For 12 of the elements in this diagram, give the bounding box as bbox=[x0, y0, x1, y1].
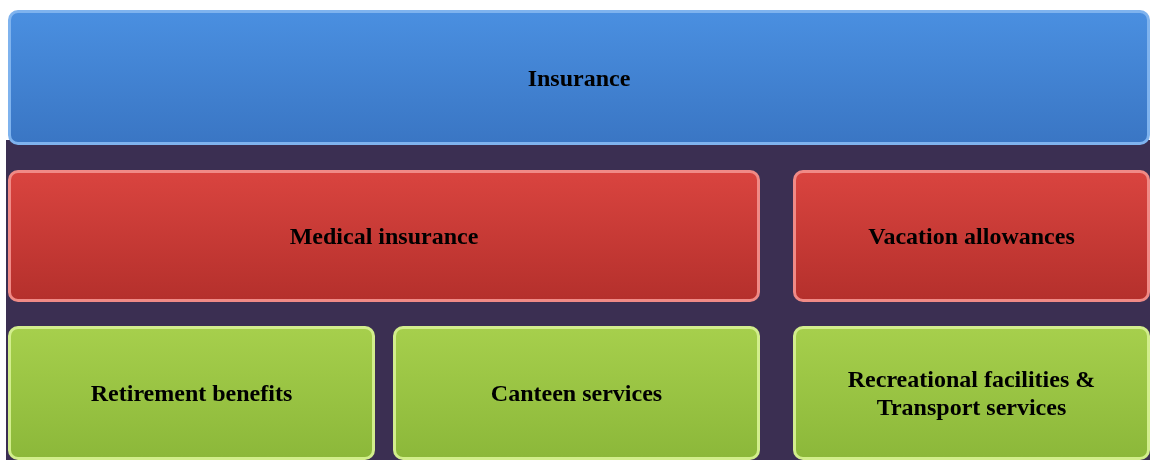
category-box bbox=[393, 326, 760, 460]
category-box bbox=[793, 326, 1150, 460]
category-box bbox=[793, 170, 1150, 302]
category-label: Retirement benefits bbox=[89, 379, 294, 407]
category-box bbox=[8, 10, 1150, 145]
category-label: Medical insurance bbox=[288, 222, 480, 250]
category-box bbox=[8, 170, 760, 302]
category-box bbox=[8, 326, 375, 460]
category-label: Vacation allowances bbox=[867, 222, 1076, 250]
category-label: Insurance bbox=[526, 63, 632, 92]
category-label: Recreational facilities & Transport services bbox=[846, 365, 1097, 421]
category-label: Canteen services bbox=[489, 379, 664, 407]
